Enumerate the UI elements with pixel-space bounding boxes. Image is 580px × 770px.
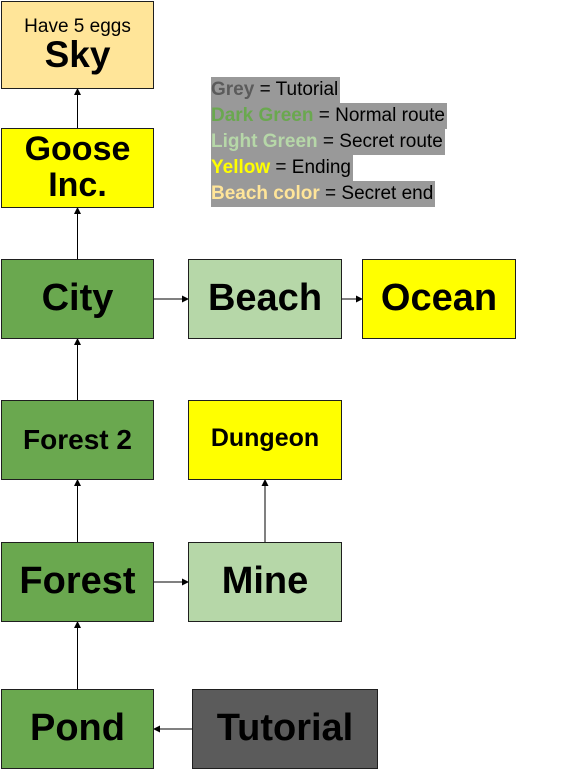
legend-entry: Yellow = Ending [211,155,353,181]
ocean-label: Ocean [380,277,498,320]
mine-label: Mine [221,560,309,603]
legend-key: Light Green [211,131,318,152]
node-dungeon: Dungeon [188,400,342,480]
legend-key: Grey [211,79,255,100]
legend-key: Yellow [211,157,271,178]
legend-item: Dark Green = Normal route [211,103,447,129]
legend-entry: Grey = Tutorial [211,77,341,103]
legend-entry: Dark Green = Normal route [211,103,447,129]
legend-description: = Normal route [313,105,445,126]
legend-item: Yellow = Ending [211,155,447,181]
legend-key: Dark Green [211,105,314,126]
node-mine: Mine [188,542,342,622]
node-sky: Have 5 eggs Sky [1,1,154,89]
node-forest: Forest [1,542,154,622]
node-ocean: Ocean [362,259,516,339]
legend-description: = Secret end [319,183,434,204]
pond-label: Pond [30,707,125,750]
legend-key: Beach color [211,183,320,204]
city-label: City [41,277,114,320]
node-goose-inc: Goose Inc. [1,128,154,208]
legend-item: Light Green = Secret route [211,129,447,155]
legend-item: Grey = Tutorial [211,77,447,103]
node-city: City [1,259,154,339]
node-forest-2: Forest 2 [1,400,154,480]
legend-description: = Secret route [317,131,443,152]
forest-2-label: Forest 2 [23,424,132,456]
node-tutorial: Tutorial [192,689,378,769]
legend-description: = Ending [270,157,351,178]
legend-entry: Light Green = Secret route [211,129,445,155]
beach-label: Beach [207,277,323,320]
legend-entry: Beach color = Secret end [211,181,436,207]
sky-requirement-note: Have 5 eggs [24,16,131,37]
sky-label: Sky [44,34,111,75]
node-pond: Pond [1,689,154,769]
legend-description: = Tutorial [254,79,339,100]
legend-item: Beach color = Secret end [211,181,447,207]
dungeon-label: Dungeon [210,424,320,452]
goose-inc-label: Goose Inc. [24,130,131,204]
node-beach: Beach [188,259,342,339]
forest-label: Forest [19,560,136,603]
tutorial-label: Tutorial [216,707,354,750]
